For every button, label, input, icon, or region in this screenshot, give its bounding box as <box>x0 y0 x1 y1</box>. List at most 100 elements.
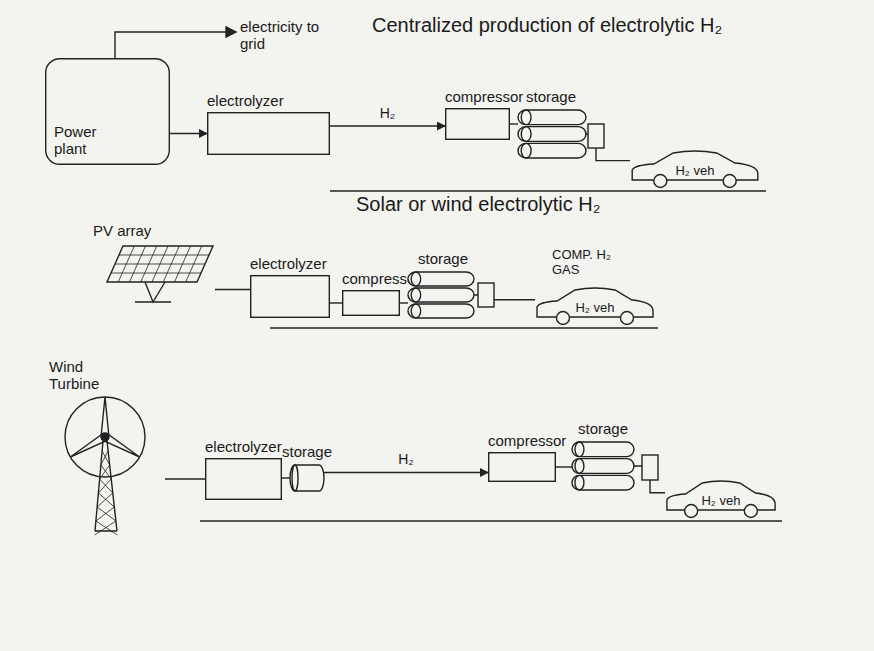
car-wheel <box>621 312 634 325</box>
shape <box>55 395 165 535</box>
tank <box>572 442 634 457</box>
shape <box>105 242 215 304</box>
pipe-line <box>165 478 205 479</box>
pipe-line <box>556 466 572 467</box>
flow-label: H₂ <box>396 452 416 467</box>
tower-lattice <box>96 507 116 521</box>
vehicle-label: H₂ veh <box>630 164 760 179</box>
node-label: electrolyzer <box>207 92 284 109</box>
section-heading: Solar or wind electrolytic H₂ <box>356 193 601 216</box>
node-label: storage <box>418 250 468 267</box>
base-line <box>330 190 766 191</box>
hub <box>101 433 109 441</box>
base-line <box>200 520 782 521</box>
tank <box>572 459 634 474</box>
process-box: compressor <box>488 452 556 482</box>
car-wheel <box>557 312 570 325</box>
node-label: PV array <box>93 222 151 239</box>
tower-lattice <box>95 521 118 535</box>
car-node: H₂ veh <box>535 285 655 327</box>
tank <box>518 143 586 158</box>
tank-end <box>411 288 421 302</box>
tank <box>408 272 474 286</box>
shape <box>205 458 282 500</box>
pv-grid <box>115 264 205 265</box>
car-wheel <box>744 505 757 518</box>
note-label: electricity to grid <box>240 18 326 53</box>
shape <box>445 108 510 140</box>
node-label: compressor <box>445 88 523 105</box>
process-box: electrolyzer <box>205 458 282 500</box>
pv-grid <box>119 255 209 256</box>
tank <box>408 304 474 318</box>
tank-end <box>521 127 531 142</box>
storage-tank: storage <box>408 270 474 320</box>
pv-panel <box>107 246 213 282</box>
tower-lattice <box>98 479 112 493</box>
vehicle-label: H₂ veh <box>665 494 777 509</box>
car-wheel <box>654 175 667 188</box>
process-box: compressor <box>342 290 400 316</box>
tank <box>518 110 586 125</box>
box-outline <box>251 276 330 318</box>
shape <box>290 463 324 493</box>
flow-arrow <box>330 125 445 126</box>
storage-tank: storage <box>290 463 324 493</box>
note-label: COMP. H₂ GAS <box>552 248 626 278</box>
flow-label: H₂ <box>378 106 398 121</box>
car-node: H₂ veh <box>665 478 777 520</box>
box-outline <box>489 453 556 482</box>
shape <box>250 275 330 318</box>
node-label: Wind Turbine <box>49 358 113 393</box>
car-wheel <box>723 175 736 188</box>
dispenser <box>642 455 658 480</box>
tower-lattice <box>101 451 110 465</box>
dispenser <box>478 283 494 307</box>
diagram-title: Centralized production of electrolytic H… <box>372 14 722 37</box>
rotor-disc <box>65 397 145 477</box>
vehicle-label: H₂ veh <box>535 301 655 316</box>
car-wheel <box>685 505 698 518</box>
blade <box>101 397 109 437</box>
storage-tank: storage <box>572 440 634 492</box>
arrow-head <box>226 27 236 37</box>
tower <box>95 441 117 531</box>
tank <box>518 127 586 142</box>
pv-grid <box>111 273 201 274</box>
tank-end <box>411 304 421 318</box>
pipe-line <box>282 477 290 478</box>
shape <box>408 270 474 320</box>
node-label: storage <box>282 443 332 460</box>
pv-stand <box>135 282 171 302</box>
tank-end <box>411 272 421 286</box>
shape <box>342 290 400 316</box>
process-box: electrolyzer <box>207 112 330 155</box>
dispenser <box>588 124 604 148</box>
node-label: storage <box>526 88 576 105</box>
plant-outline <box>46 59 170 165</box>
node-label: Power plant <box>54 123 124 158</box>
tank-end <box>521 110 531 125</box>
tank-end <box>521 143 531 158</box>
node-label: storage <box>578 420 628 437</box>
node-label: electrolyzer <box>250 255 327 272</box>
box-outline <box>446 109 510 140</box>
tank-end <box>575 442 584 457</box>
shape <box>518 108 586 160</box>
car-node: H₂ veh <box>630 148 760 190</box>
pipe-line <box>400 302 408 303</box>
shape <box>572 440 634 492</box>
node-label: electrolyzer <box>205 438 282 455</box>
pipe-line <box>215 289 250 290</box>
tank-end <box>575 475 584 490</box>
node-label: compressor <box>488 432 566 449</box>
box-outline <box>343 291 400 316</box>
tank <box>290 465 324 491</box>
tank-end <box>575 459 584 474</box>
shape <box>207 112 330 155</box>
flow-arrow <box>324 472 488 473</box>
turbine-node: Wind Turbine <box>55 395 165 535</box>
grid-line <box>115 32 226 58</box>
pipe-line <box>330 302 342 303</box>
